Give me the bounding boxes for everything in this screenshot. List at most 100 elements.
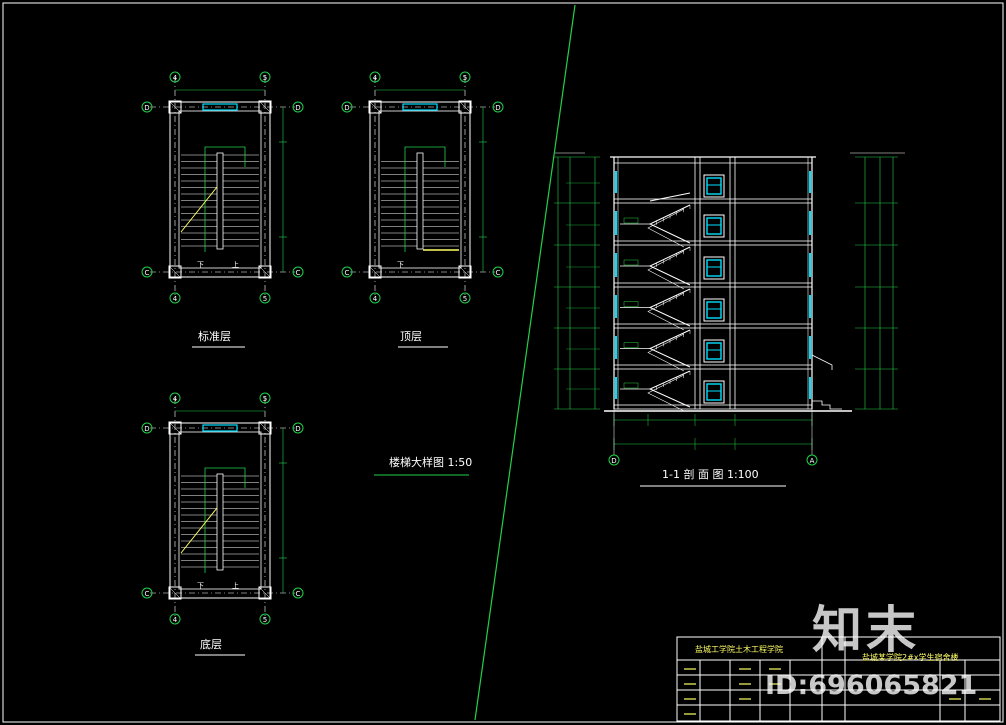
stair-break-line: [180, 186, 218, 233]
wall-inner: [378, 110, 462, 269]
axis-label: D: [611, 457, 616, 465]
wall-inner: [178, 110, 262, 269]
axis-label: 4: [173, 616, 178, 624]
section-window-frame: [703, 380, 725, 404]
axis-bubble: [341, 266, 353, 278]
column: [368, 265, 382, 279]
column: [168, 421, 182, 435]
title-block-project: 盐城某学院2#x学生宿舍楼: [862, 652, 959, 662]
wall-inner: [178, 431, 262, 590]
down-mark: 下: [197, 261, 204, 269]
column: [258, 100, 272, 114]
section-stair-flight: [647, 374, 685, 412]
axis-label: D: [295, 104, 300, 112]
axis-label: D: [144, 425, 149, 433]
section-stair-flight: [647, 208, 685, 248]
section-window-frame: [703, 214, 725, 238]
axis-bubble: [292, 266, 304, 278]
axis-bubble: [169, 292, 181, 304]
axis-label: 4: [173, 74, 178, 82]
axis-bubble: [459, 71, 471, 83]
axis-bubble: [169, 71, 181, 83]
axis-bubble: [259, 392, 271, 404]
section-window-glass: [706, 259, 722, 277]
axis-label: 5: [463, 295, 467, 303]
axis-bubble: [259, 71, 271, 83]
section-floor-slab: [613, 323, 813, 329]
axis-bubble: [259, 613, 271, 625]
section-elevation-tag: [623, 382, 639, 389]
sheet-divider-line: [474, 4, 576, 721]
axis-label: D: [295, 425, 300, 433]
axis-bubble: [292, 422, 304, 434]
up-mark: 上: [232, 581, 239, 590]
section-canopy: [811, 354, 833, 370]
section-stair-flight: [647, 333, 685, 372]
axis-bubble: [141, 422, 153, 434]
column-hatch: [258, 421, 272, 435]
section-elevation-tag: [623, 301, 639, 307]
column-hatch: [368, 265, 382, 279]
axis-bubble: [169, 613, 181, 625]
watermark-id: ID:696065821: [765, 670, 978, 701]
section-floor-slab: [613, 282, 813, 288]
stair-detail-title: 楼梯大样图 1:50: [389, 455, 472, 469]
axis-bubble: [141, 101, 153, 113]
column-hatch: [168, 586, 182, 600]
axis-label: C: [145, 590, 150, 598]
plan-title-top: 顶层: [400, 330, 422, 343]
section-floor-slab: [613, 198, 813, 204]
column-hatch: [458, 265, 472, 279]
section-stair-flight: [649, 192, 691, 202]
axis-label: 4: [373, 74, 378, 82]
column: [168, 100, 182, 114]
axis-bubble: [169, 392, 181, 404]
up-mark: 上: [232, 260, 239, 269]
column: [258, 586, 272, 600]
axis-label: D: [144, 104, 149, 112]
section-window-glass: [706, 177, 722, 195]
axis-bubble: [369, 292, 381, 304]
wall-outline: [169, 422, 271, 599]
axis-bubble: [141, 266, 153, 278]
axis-bubble: [341, 101, 353, 113]
axis-label: C: [296, 590, 301, 598]
axis-label: 5: [463, 74, 467, 82]
section-window-frame: [703, 339, 725, 363]
axis-label: 4: [173, 395, 178, 403]
wall-outline: [169, 101, 271, 278]
axis-bubble: [608, 454, 620, 466]
section-window-glass: [706, 217, 722, 235]
axis-label: D: [495, 104, 500, 112]
column-hatch: [368, 100, 382, 114]
axis-label: 4: [373, 295, 378, 303]
column-hatch: [458, 100, 472, 114]
section-stair-flight: [647, 292, 685, 331]
watermark-brand: 知末: [812, 601, 920, 659]
section-window-glass: [706, 383, 722, 401]
column-hatch: [168, 421, 182, 435]
column-hatch: [168, 100, 182, 114]
stair-break-line: [180, 507, 218, 554]
column: [458, 265, 472, 279]
column-hatch: [258, 265, 272, 279]
axis-label: 4: [173, 295, 178, 303]
column-hatch: [258, 586, 272, 600]
handrail: [216, 152, 224, 250]
column: [458, 100, 472, 114]
section-window-glass: [706, 301, 722, 319]
axis-label: C: [145, 269, 150, 277]
title-block-school: 盐城工学院土木工程学院: [695, 644, 783, 654]
axis-label: D: [344, 104, 349, 112]
handrail: [416, 152, 424, 250]
section-elevation-tag: [623, 259, 639, 266]
column-hatch: [168, 265, 182, 279]
axis-label: C: [496, 269, 501, 277]
axis-bubble: [806, 454, 818, 466]
axis-bubble: [141, 587, 153, 599]
